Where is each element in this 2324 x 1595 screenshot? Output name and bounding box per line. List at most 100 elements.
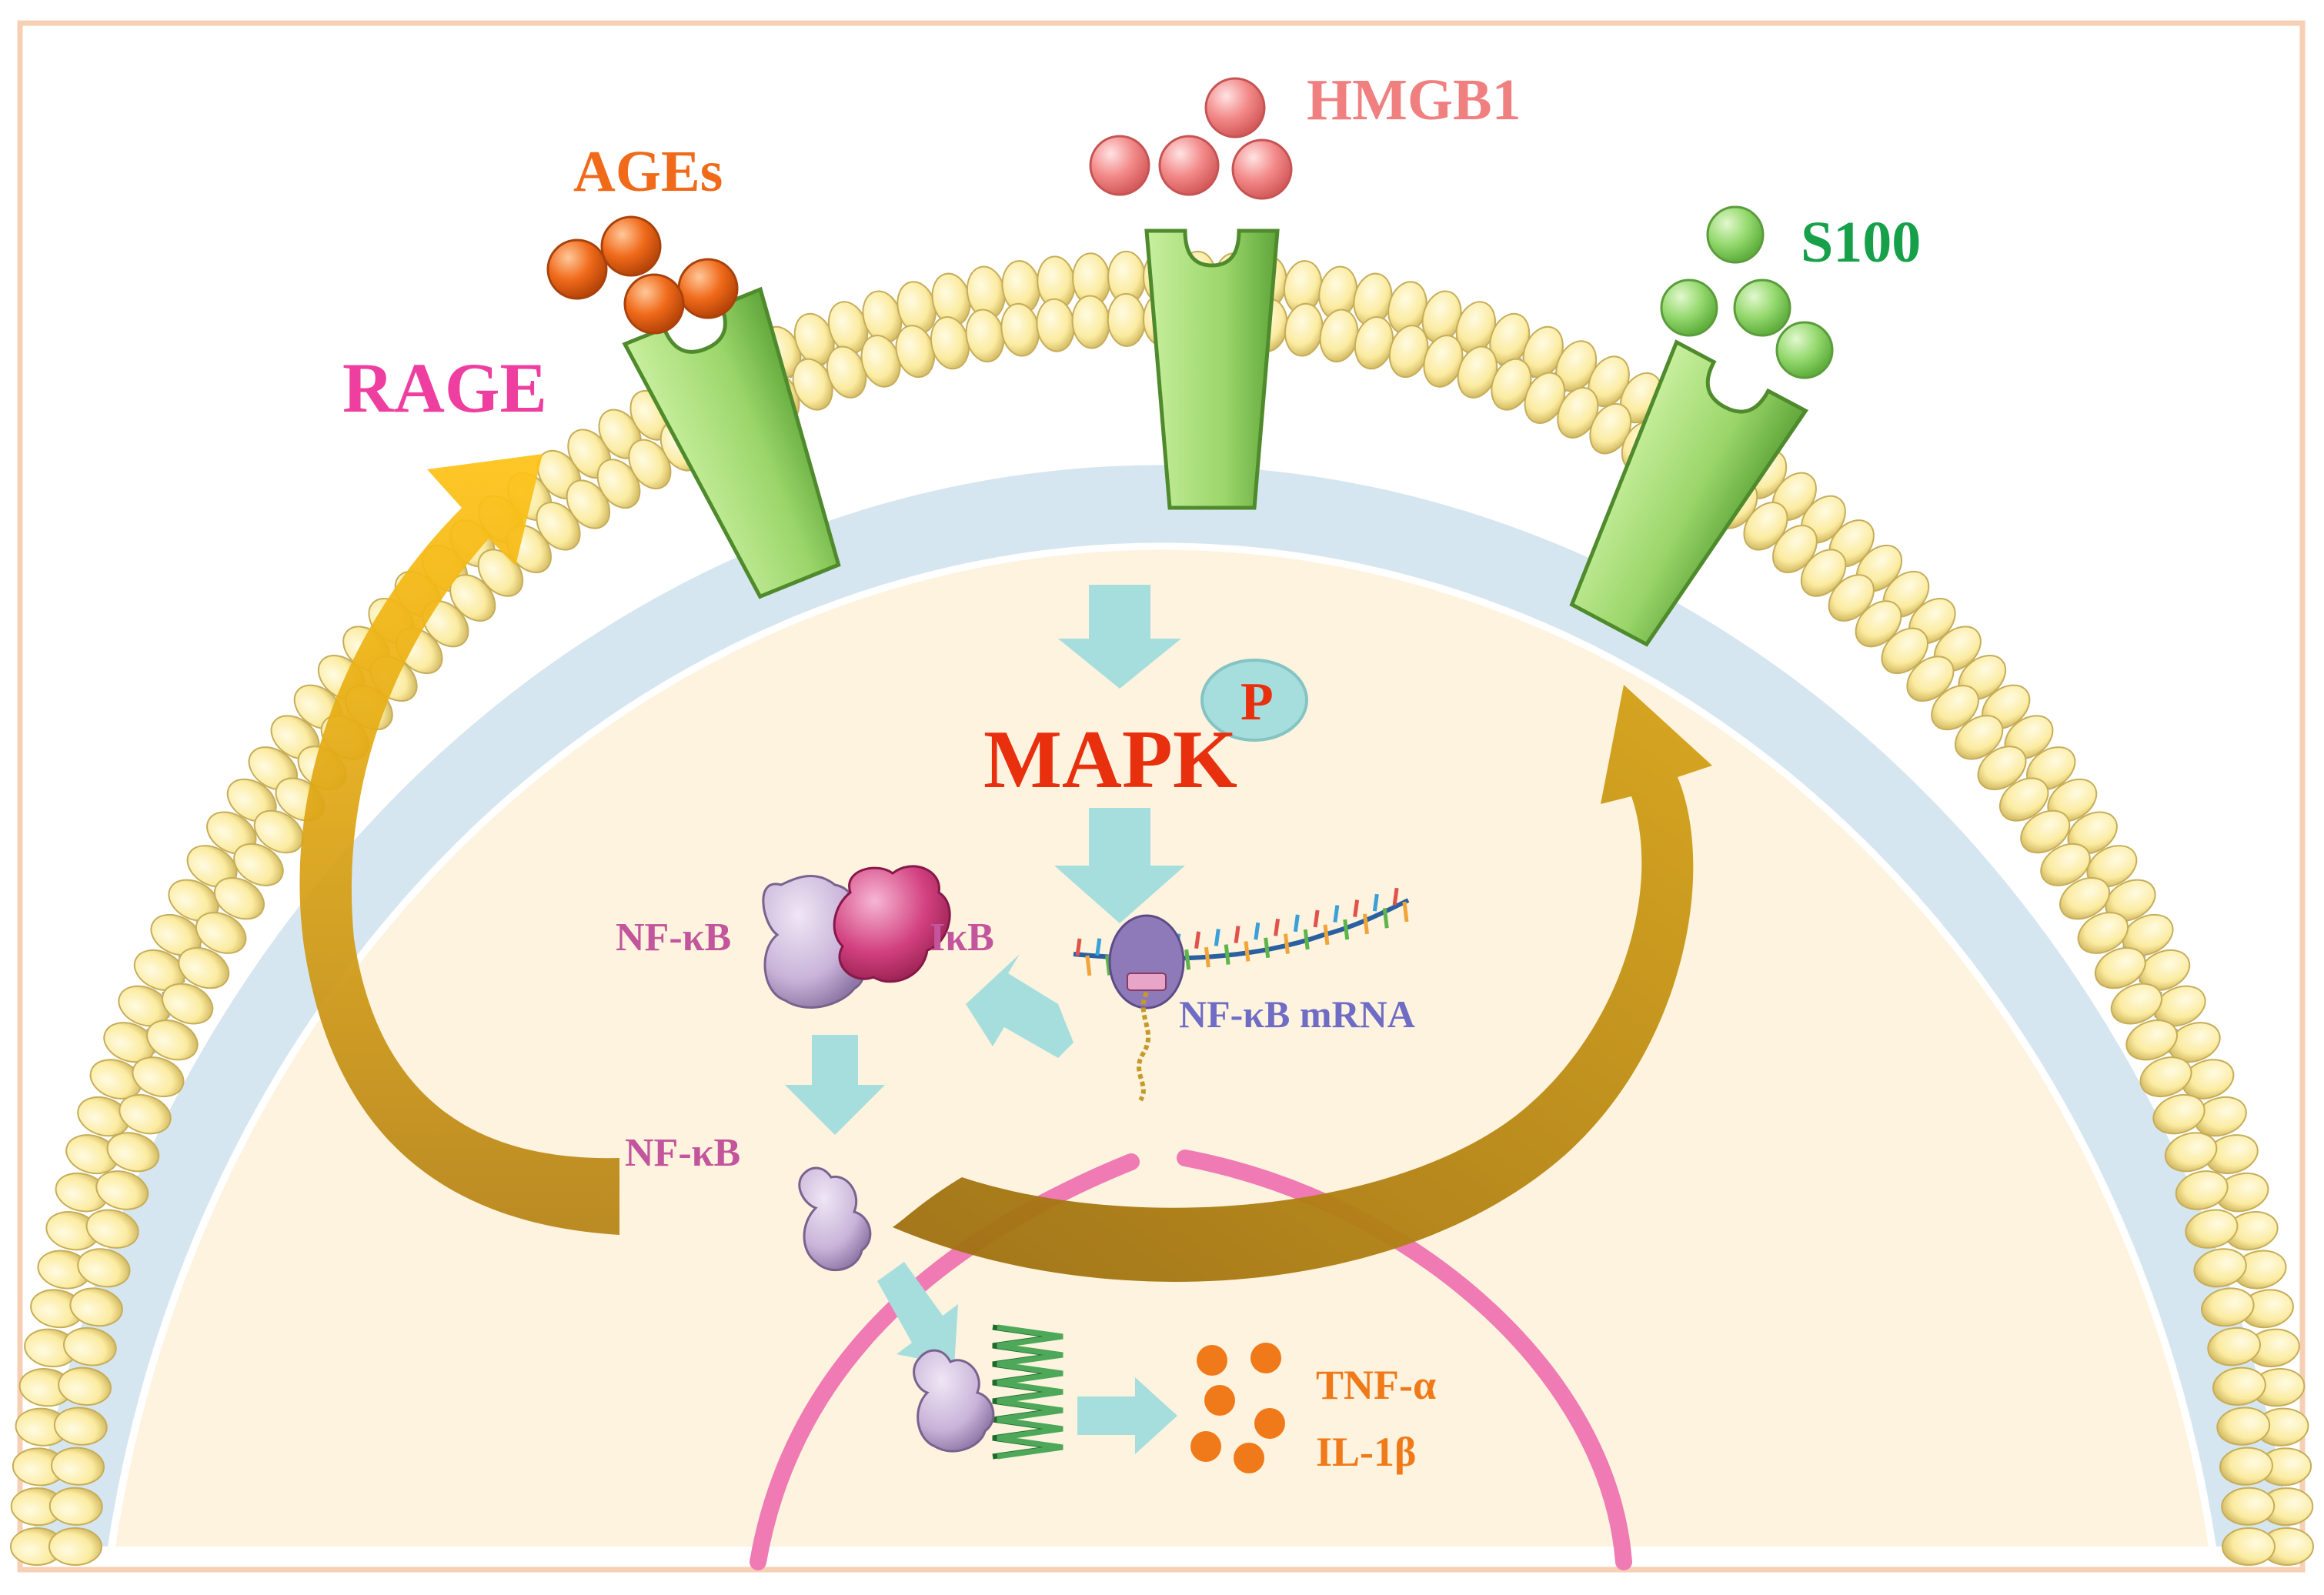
lipid-head — [2185, 1209, 2239, 1249]
mrna-base — [1343, 919, 1350, 940]
lipid-head — [132, 1056, 185, 1098]
lipid-head — [1881, 627, 1928, 675]
lipid-head — [2207, 1326, 2261, 1366]
label-ikb: IκB — [930, 916, 994, 959]
label-hmgb1: HMGB1 — [1307, 68, 1521, 132]
lipid-head — [118, 985, 170, 1027]
mrna-base — [1293, 914, 1300, 933]
lipid-head — [2139, 1056, 2192, 1098]
arrow-mapk-to-mrna — [1054, 808, 1185, 923]
mrna-base — [1254, 922, 1261, 940]
mrna-base — [1085, 955, 1092, 976]
lipid-head — [253, 809, 304, 854]
lipid-head — [95, 1170, 149, 1210]
lipid-head — [2110, 983, 2162, 1025]
cytokine-particles — [1190, 1343, 1285, 1473]
lipid-head — [48, 1487, 103, 1526]
lipid-head — [150, 913, 202, 956]
lipid-head — [2201, 1287, 2255, 1327]
lipid-head — [1977, 746, 2027, 791]
mrna-base — [1323, 924, 1330, 946]
lipid-head — [1954, 715, 2004, 760]
mrna-base — [1402, 901, 1409, 923]
label-rage: RAGE — [342, 349, 547, 427]
label-il1b: IL-1β — [1316, 1429, 1416, 1475]
mrna-base — [1313, 909, 1320, 928]
arrow-complex-to-nfkb — [785, 1035, 885, 1135]
ribosome — [1108, 914, 1185, 1102]
lipid-head — [2219, 1447, 2273, 1486]
lipid-head — [2221, 1487, 2276, 1526]
lipid-head — [146, 1019, 199, 1061]
lipid-head — [2020, 809, 2071, 854]
arrow-nfkb-to-dna — [877, 1262, 958, 1366]
mrna-base — [1075, 938, 1082, 956]
lipid-head — [69, 1287, 123, 1327]
lipid-head — [162, 983, 214, 1025]
lipid-head — [2154, 985, 2206, 1027]
mrna-base — [1283, 933, 1290, 954]
lipid-head — [2152, 1093, 2205, 1135]
lipid-head — [233, 843, 284, 886]
lipid-head — [85, 1209, 139, 1249]
label-tnf: TNF-α — [1316, 1362, 1436, 1408]
mrna-base — [1353, 899, 1360, 917]
mrna-base — [1224, 944, 1230, 965]
s100-ligands — [1660, 205, 1834, 379]
arrow-mrna-to-complex — [966, 954, 1074, 1058]
nfkb-bound-protein — [913, 1349, 995, 1453]
lipid-head — [213, 877, 265, 920]
lipid-head — [2175, 1170, 2229, 1210]
lipid-head — [2094, 947, 2146, 989]
label-mapk: MAPK — [983, 714, 1237, 806]
lipid-head — [58, 1366, 112, 1406]
lipid-head — [103, 1022, 156, 1063]
lipid-head — [51, 1447, 105, 1486]
lipid-head — [2193, 1248, 2247, 1288]
lipid-head — [2222, 1527, 2276, 1566]
nfkb-free-protein — [798, 1166, 872, 1272]
hmgb1-ligands — [1089, 77, 1293, 200]
nucleus-envelope-right — [1177, 1150, 1632, 1570]
mrna-base — [1204, 946, 1210, 968]
label-phospho: P — [1240, 672, 1274, 732]
lipid-head — [1931, 685, 1979, 731]
mrna-base — [1234, 926, 1240, 943]
lipid-head — [2125, 1019, 2178, 1061]
nfkb-ikb-complex — [762, 865, 951, 1009]
lipid-head — [63, 1326, 117, 1366]
arrow-receptor-to-mapk — [1058, 585, 1181, 689]
lipid-head — [178, 947, 230, 989]
lipid-head — [2212, 1366, 2266, 1406]
lipid-head — [53, 1406, 108, 1446]
mrna-base — [1303, 929, 1310, 950]
lipid-head — [1999, 777, 2049, 822]
dna-strand — [997, 1324, 1063, 1460]
mrna-base — [1274, 918, 1281, 936]
receptor-s100 — [1569, 339, 1808, 647]
phospho-bubble — [1200, 659, 1308, 742]
mrna-base — [1184, 949, 1191, 970]
lipid-head — [2164, 1132, 2218, 1173]
mrna-base — [1105, 955, 1112, 976]
mrna-base — [1264, 937, 1271, 959]
mrna-base — [1392, 887, 1399, 906]
mrna-base — [1363, 913, 1369, 935]
lipid-head — [77, 1248, 131, 1288]
lipid-head — [119, 1093, 172, 1135]
label-s100: S100 — [1801, 210, 1921, 275]
gold-arrow-to-receptor — [893, 685, 1712, 1282]
mrna-base — [1382, 907, 1389, 929]
lipid-head — [1906, 656, 1955, 702]
label-nfkb-complex: NF-κB — [616, 916, 731, 959]
lipid-head — [2122, 913, 2174, 956]
lipid-head — [2168, 1022, 2221, 1063]
mrna-base — [1194, 931, 1201, 949]
cytoplasm — [115, 549, 2209, 1547]
lipid-head — [106, 1132, 160, 1173]
label-ages: AGEs — [573, 139, 723, 204]
lipid-head — [2216, 1406, 2271, 1446]
label-nfkb-free: NF-κB — [625, 1131, 740, 1175]
mrna-base — [1372, 893, 1379, 912]
